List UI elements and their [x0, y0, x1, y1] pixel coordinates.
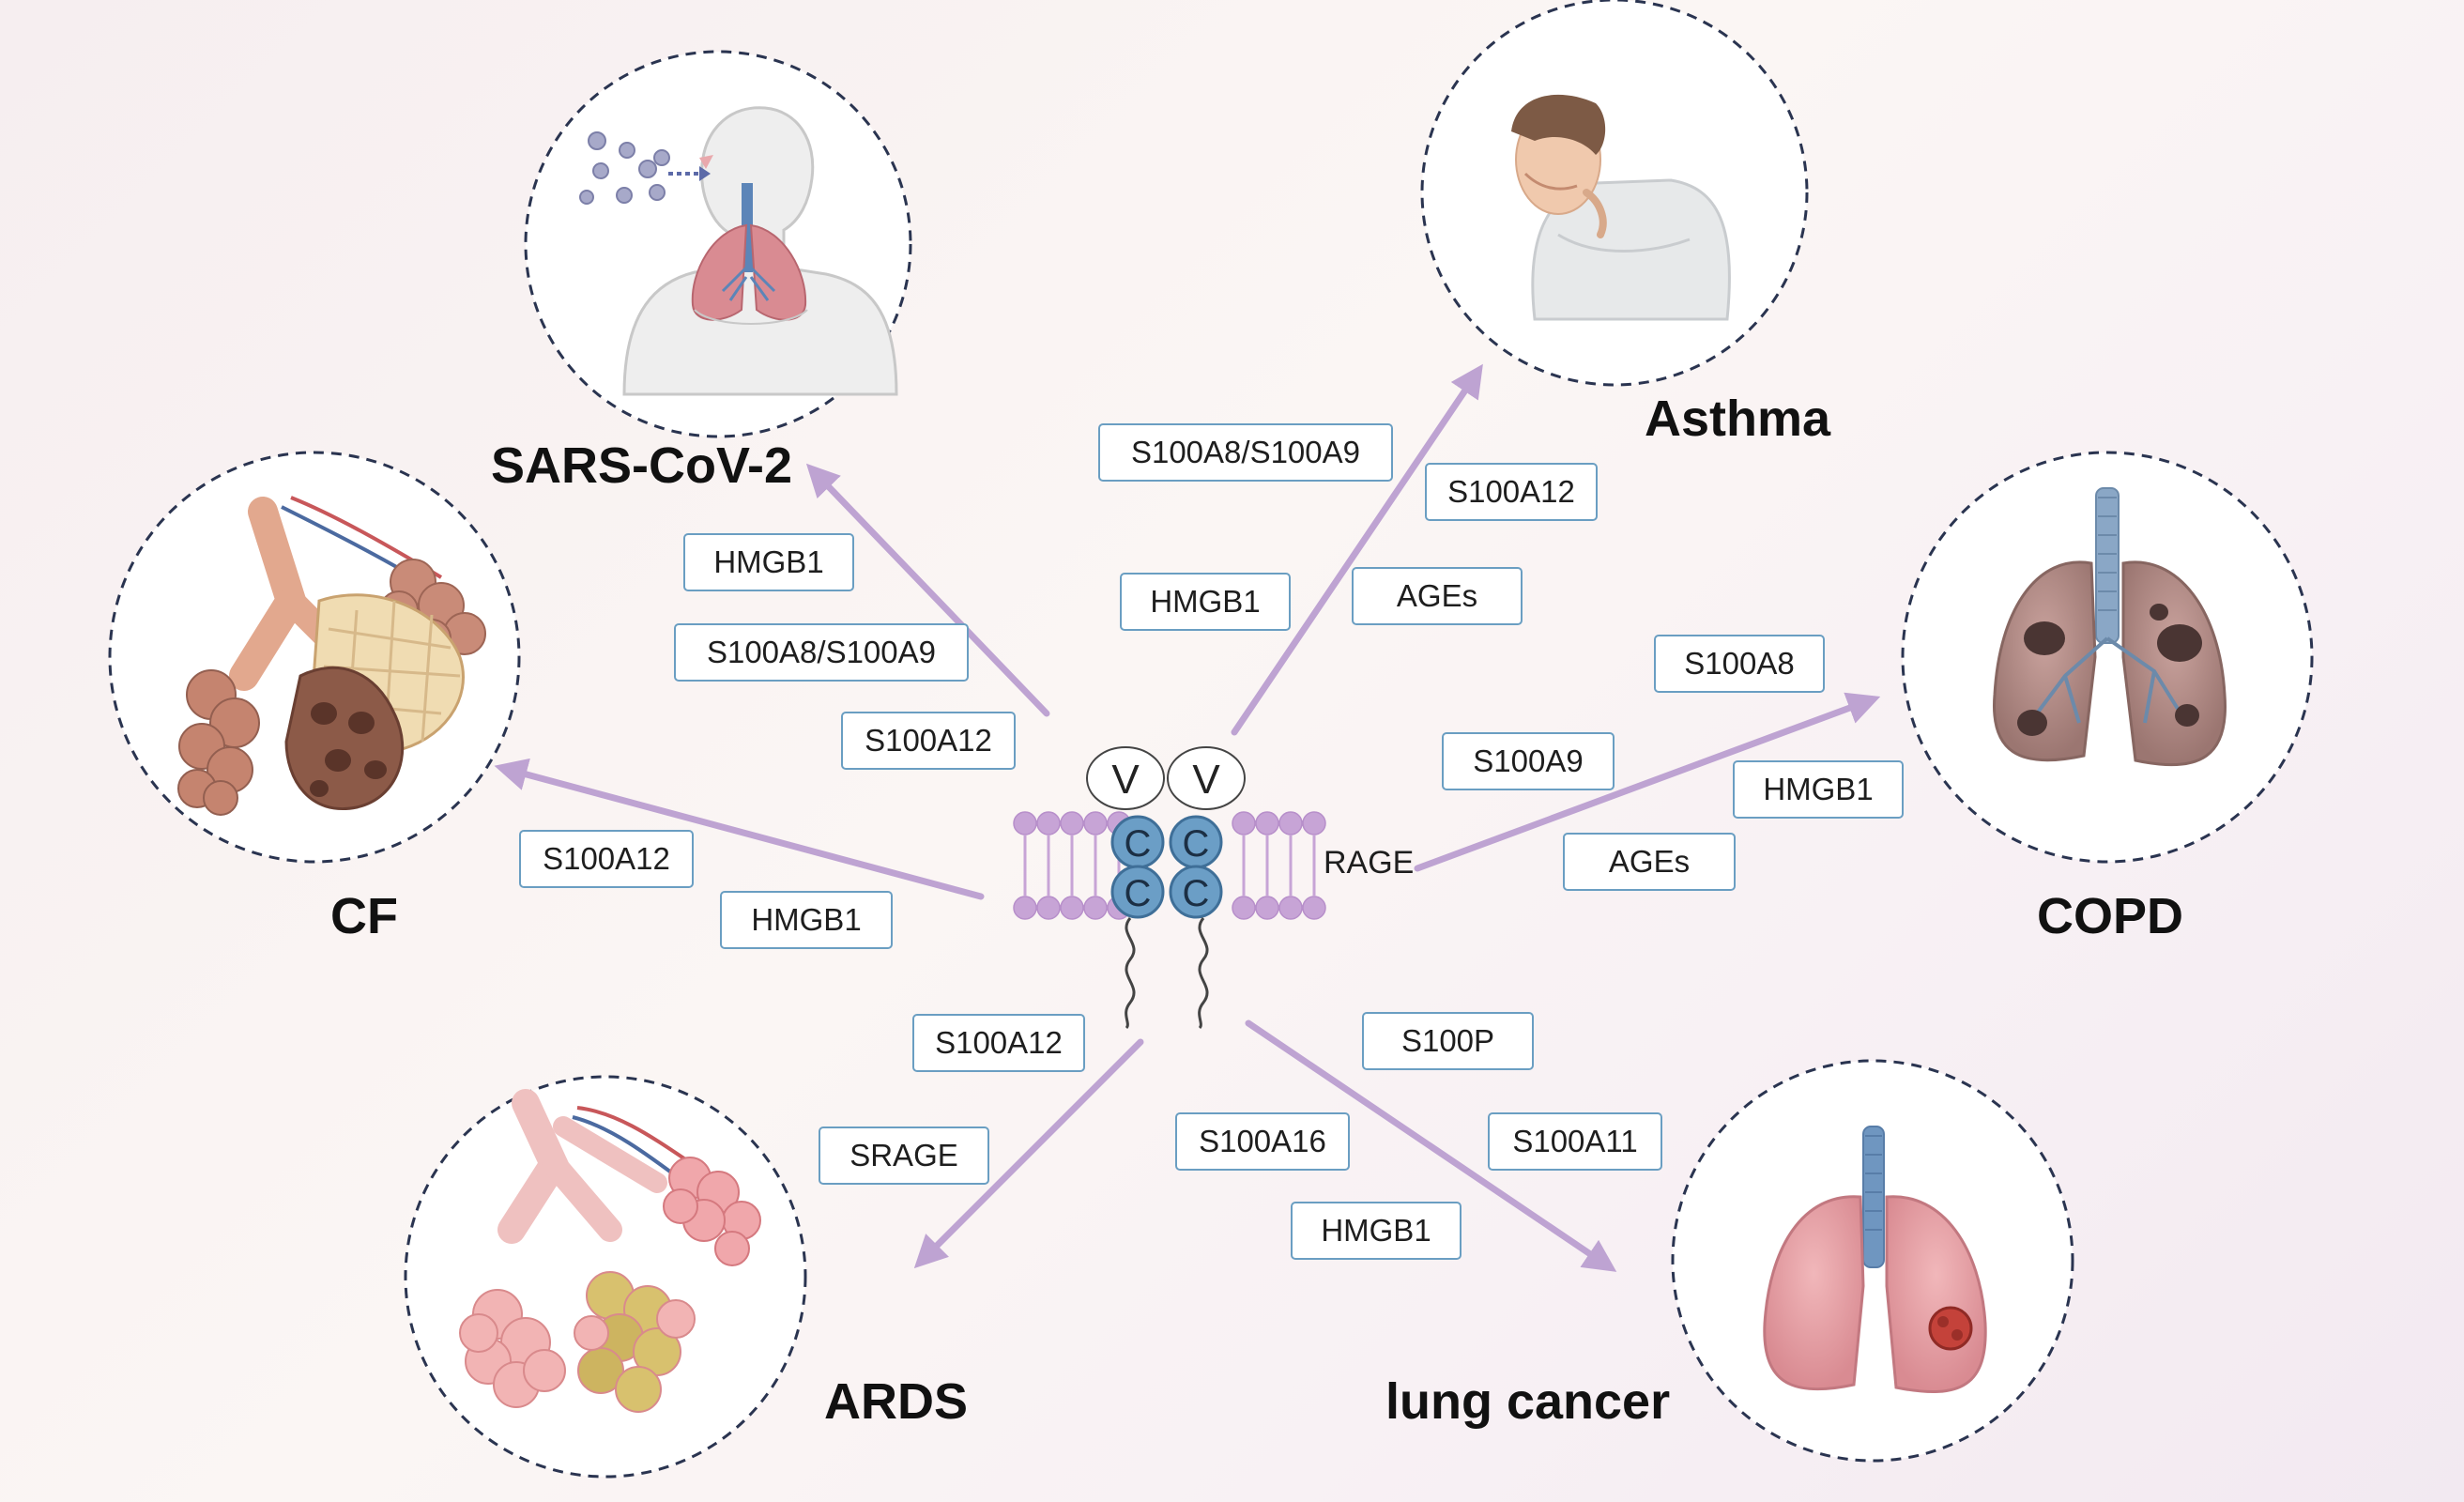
arrow-to-lungcancer — [1245, 1019, 1617, 1272]
fluid-filled-alveoli-icon — [459, 1089, 761, 1413]
signal-arrows — [494, 363, 1881, 1272]
arrow-to-ards — [913, 1038, 1144, 1269]
arrow-to-copd — [1414, 692, 1881, 872]
disease-label-asthma: Asthma — [1645, 391, 1831, 447]
arrow-to-cf — [494, 758, 985, 900]
ligand-cf-hmgb1: HMGB1 — [720, 891, 893, 949]
arrow-to-sars — [805, 463, 1050, 717]
disease-label-copd: COPD — [2037, 888, 2184, 944]
circle-copd — [1901, 451, 2314, 864]
v-label-right: V — [1192, 757, 1220, 803]
ligand-cf-s100a12: S100A12 — [519, 830, 694, 888]
rage-receptor: V V C C C C — [1013, 746, 1326, 1030]
disease-circles — [108, 0, 2314, 1479]
disease-label-cf: CF — [330, 888, 398, 944]
v-label-left: V — [1111, 757, 1140, 803]
ligand-asthma-s100a12: S100A12 — [1425, 463, 1598, 521]
ligand-asthma-ages: AGEs — [1352, 567, 1523, 625]
arrow-to-asthma — [1231, 363, 1483, 736]
cytoplasmic-tail-left — [1125, 917, 1136, 1030]
ligand-ards-srage: SRAGE — [819, 1126, 989, 1185]
respiratory-infection-icon — [579, 106, 898, 396]
ligand-ards-s100a12: S100A12 — [912, 1014, 1085, 1072]
ligand-asthma-hmgb1: HMGB1 — [1120, 573, 1291, 631]
ligand-lungcancer-s100p: S100P — [1362, 1012, 1534, 1070]
disease-label-lungcancer: lung cancer — [1385, 1373, 1671, 1430]
ligand-sars-hmgb1: HMGB1 — [683, 533, 854, 591]
ligand-copd-hmgb1: HMGB1 — [1733, 760, 1904, 819]
c-domain-4 — [1169, 865, 1223, 919]
damaged-lungs-icon — [1992, 487, 2227, 767]
disease-label-sars: SARS-CoV-2 — [491, 437, 793, 494]
v-domain-left — [1086, 746, 1165, 810]
cytoplasmic-tail-right — [1198, 917, 1209, 1030]
ligand-lungcancer-hmgb1: HMGB1 — [1291, 1202, 1462, 1260]
mucus-alveoli-icon — [177, 496, 486, 816]
ligand-lungcancer-s100a11: S100A11 — [1488, 1112, 1662, 1171]
svg-text:C: C — [1125, 873, 1152, 914]
coughing-person-icon — [1511, 94, 1731, 321]
cell-membrane — [1013, 811, 1326, 920]
ligand-lungcancer-s100a16: S100A16 — [1175, 1112, 1350, 1171]
ligand-copd-s100a9: S100A9 — [1442, 732, 1615, 790]
lung-tumor-icon — [1763, 1126, 1987, 1394]
svg-text:C: C — [1183, 823, 1210, 865]
rage-label: RAGE — [1324, 845, 1415, 881]
ligand-copd-ages: AGEs — [1563, 833, 1736, 891]
svg-text:C: C — [1183, 873, 1210, 914]
ligand-copd-s100a8: S100A8 — [1654, 635, 1825, 693]
ligand-sars-s100a12: S100A12 — [841, 712, 1016, 770]
ligand-sars-s100a8-s100a9: S100A8/S100A9 — [674, 623, 969, 682]
svg-text:C: C — [1125, 823, 1152, 865]
ligand-asthma-s100a8-s100a9: S100A8/S100A9 — [1098, 423, 1393, 482]
disease-label-ards: ARDS — [824, 1373, 969, 1430]
v-domain-right — [1167, 746, 1246, 810]
c-domain-3 — [1110, 865, 1165, 919]
